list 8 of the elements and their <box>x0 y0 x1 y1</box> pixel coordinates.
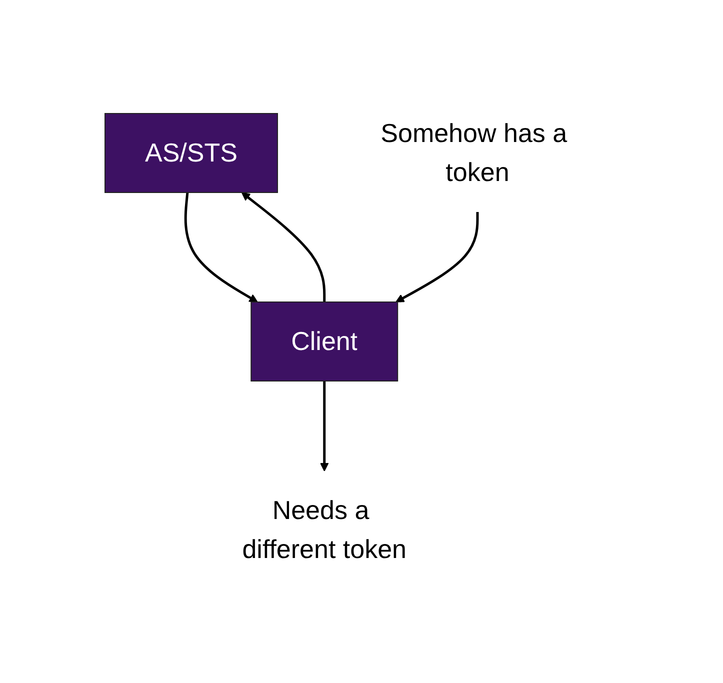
node-text: Needs a different token <box>242 495 407 564</box>
arrow <box>242 192 326 302</box>
arrow <box>396 212 479 302</box>
arrow <box>184 192 258 302</box>
node-text: Somehow has a token <box>380 118 568 187</box>
arrow <box>320 381 330 472</box>
node-box: Client <box>250 302 398 382</box>
node-box: AS/STS <box>104 113 278 193</box>
